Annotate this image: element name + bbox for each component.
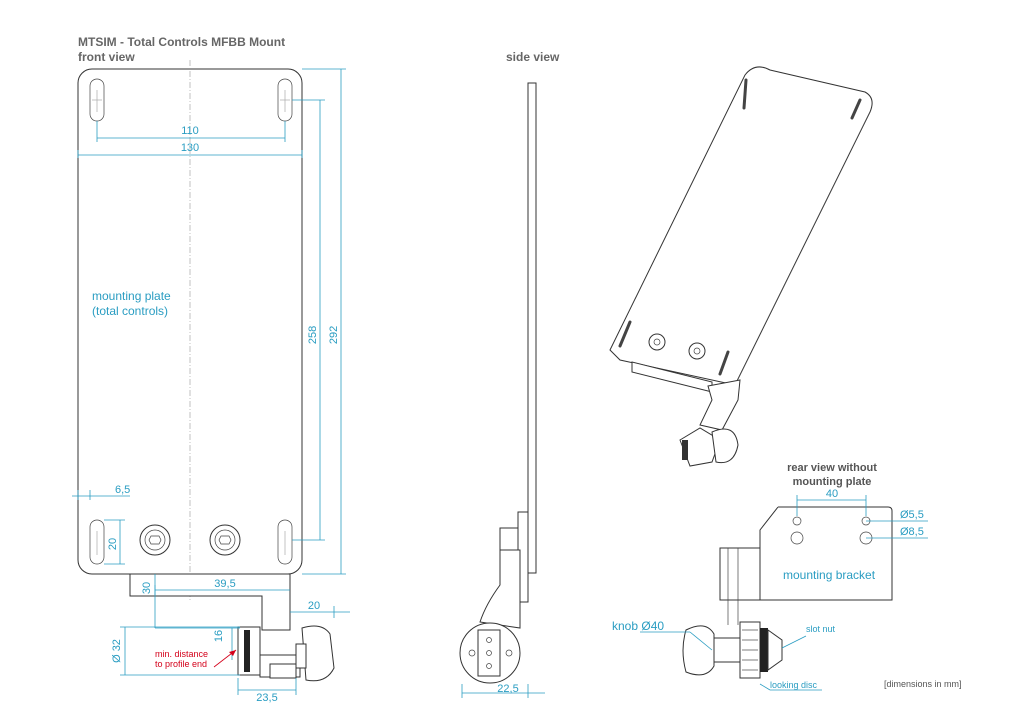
dim-rear-spacing: 40	[826, 488, 838, 500]
knob-side	[459, 622, 521, 684]
dim-hole-large: Ø8,5	[900, 526, 924, 538]
dim-slot-spacing: 110	[181, 125, 199, 137]
screw-left	[139, 524, 171, 556]
dim-disc-diameter: Ø 32	[111, 639, 123, 663]
isometric-view	[609, 66, 873, 467]
label-mounting-plate-sub: (total controls)	[92, 304, 168, 318]
dim-profile-width: 20	[308, 600, 320, 612]
bracket-profile-rear	[719, 547, 761, 601]
dim-plate-height: 292	[328, 326, 340, 344]
knob-assembly-front	[237, 625, 335, 682]
dim-bracket-offset: 39,5	[214, 578, 235, 590]
label-profile-end: to profile end	[155, 659, 207, 669]
dim-bracket-drop: 30	[141, 582, 153, 594]
dim-knob-width: 23,5	[256, 692, 277, 704]
dim-edge-offset: 6,5	[115, 484, 130, 496]
dimension-lines-front	[72, 68, 350, 695]
label-mounting-bracket: mounting bracket	[783, 568, 876, 582]
slot-bottom-left	[89, 519, 105, 565]
mounting-bracket-front	[129, 573, 291, 631]
dim-hole-small: Ø5,5	[900, 509, 924, 521]
bracket-arm-side	[479, 549, 521, 629]
label-min-distance: min. distance	[155, 649, 208, 659]
units-note: [dimensions in mm]	[884, 679, 962, 689]
front-view: 110 130 258 292 6,5 20 30 39,5 20 16 Ø 3…	[72, 60, 350, 704]
label-knob: knob Ø40	[612, 619, 664, 633]
rear-view-title: rear view without	[787, 462, 877, 474]
label-mounting-plate: mounting plate	[92, 289, 171, 303]
dim-slot-height: 258	[307, 326, 319, 344]
side-view-title: side view	[506, 50, 560, 64]
plate-isometric	[609, 66, 873, 386]
dim-plate-width: 130	[181, 142, 199, 154]
slot-bottom-right	[277, 519, 293, 565]
screw-head-side	[499, 527, 519, 551]
side-view: 22,5	[459, 82, 545, 698]
dim-min-distance: 16	[213, 630, 225, 642]
label-locking-disc: looking disc	[770, 680, 818, 690]
dim-slot-length: 20	[107, 538, 119, 550]
screw-right	[209, 524, 241, 556]
rear-view-title-sub: mounting plate	[793, 476, 872, 488]
dim-side-base: 22,5	[497, 683, 518, 695]
front-view-title: front view	[78, 50, 135, 64]
drawing-title: MTSIM - Total Controls MFBB Mount	[78, 35, 286, 49]
plate-side-edge	[527, 82, 537, 574]
label-slot-nut: slot nut	[806, 624, 836, 634]
rear-view: rear view without mounting plate	[612, 462, 928, 691]
knob-assembly-rear	[682, 621, 783, 679]
